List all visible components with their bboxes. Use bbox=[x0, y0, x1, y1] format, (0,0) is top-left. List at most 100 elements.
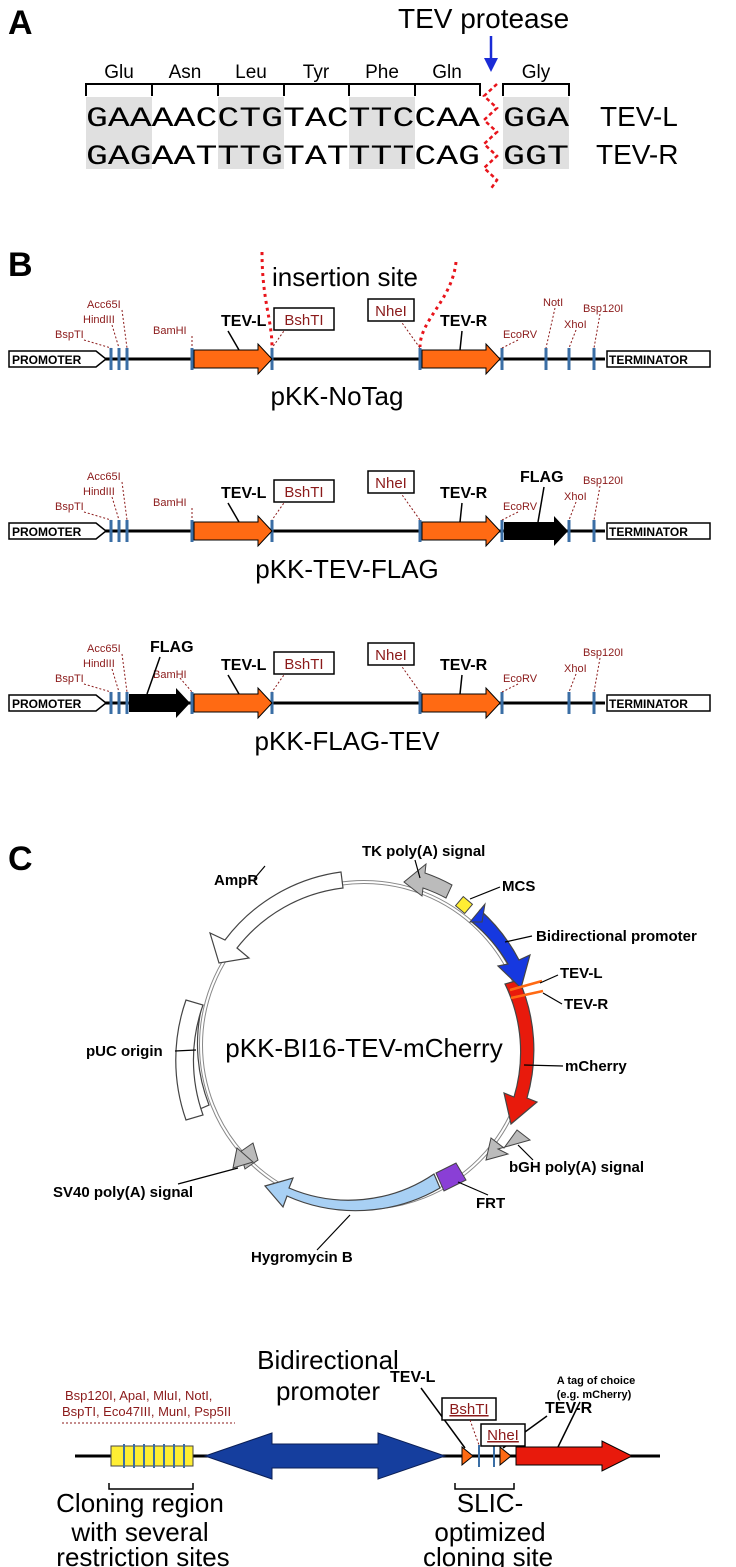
bidir-arrowhead-icon bbox=[468, 902, 486, 923]
protease-arrow bbox=[484, 36, 498, 72]
site-label: BspTI bbox=[55, 673, 84, 685]
linear-map: Bsp120I, ApaI, MluI, NotI, BspTI, Eco47I… bbox=[56, 1345, 660, 1567]
bshti-label: BshTI bbox=[449, 1401, 488, 1418]
ampr-feature bbox=[209, 871, 344, 964]
slic-site-caption: SLIC- optimized cloning site bbox=[423, 1488, 553, 1567]
tev-r-label: TEV-R bbox=[545, 1400, 593, 1417]
cloning-region-bracket bbox=[108, 1483, 194, 1490]
flag-label: FLAG bbox=[520, 469, 564, 486]
site-label: HindIII bbox=[83, 486, 115, 498]
cloning-region-box bbox=[110, 1445, 194, 1467]
amino-acid-labels: Glu Asn Leu Tyr Phe Gln Gly bbox=[104, 62, 551, 83]
frt-feature bbox=[435, 1162, 467, 1192]
nhei-label: NheI bbox=[375, 303, 407, 320]
construct-name: pKK-NoTag bbox=[271, 381, 404, 411]
site-label: XhoI bbox=[564, 663, 587, 675]
hygromycin-feature bbox=[263, 1173, 441, 1212]
mcherry-label: mCherry bbox=[565, 1058, 627, 1075]
mcs-feature bbox=[454, 895, 474, 915]
sequence-tev-r-left: GAGAATTTGTATTTTCAG bbox=[86, 142, 480, 173]
bshti-label: BshTI bbox=[284, 484, 323, 501]
tev-l-tick bbox=[509, 979, 543, 992]
site-label: BamHI bbox=[153, 669, 187, 681]
caption-line: optimized bbox=[434, 1517, 545, 1547]
cloning-region-caption: Cloning region with several restriction … bbox=[56, 1488, 230, 1567]
puc-origin-box bbox=[175, 999, 204, 1121]
aa-label: Phe bbox=[365, 62, 399, 83]
tev-r-label: TEV-R bbox=[440, 313, 488, 330]
caption-line: with several bbox=[70, 1517, 208, 1547]
bidir-promoter-arrow bbox=[203, 1432, 447, 1480]
nhei-box bbox=[480, 1423, 526, 1447]
site-label: XhoI bbox=[564, 491, 587, 503]
site-leaders bbox=[83, 481, 601, 521]
site-leaders bbox=[83, 653, 601, 693]
site-ticks bbox=[109, 692, 596, 714]
tev-l-leader bbox=[227, 502, 240, 523]
tev-r-label: TEV-R bbox=[564, 996, 608, 1013]
bshti-leader bbox=[469, 1419, 480, 1446]
site-label: NotI bbox=[543, 297, 563, 309]
panel-a: A TEV protease Glu Asn Leu Tyr Phe Gln G… bbox=[8, 3, 678, 191]
site-label: Acc65I bbox=[87, 471, 121, 483]
site-label: BspTI bbox=[55, 501, 84, 513]
flag-arrow bbox=[129, 688, 190, 718]
flag-label: FLAG bbox=[150, 639, 194, 656]
caption-line: cloning site bbox=[423, 1542, 553, 1567]
promoter-box bbox=[8, 522, 108, 540]
insertion-line-left bbox=[260, 251, 274, 348]
site-label: EcoRV bbox=[503, 501, 538, 513]
slic-site-bracket bbox=[454, 1483, 515, 1490]
mcs-label: MCS bbox=[502, 878, 535, 895]
codon-brackets bbox=[85, 83, 570, 96]
site-leaders bbox=[83, 307, 601, 349]
sv40-arrow-icon bbox=[232, 1147, 255, 1169]
nhei-label: NheI bbox=[487, 1427, 519, 1444]
bidir-promoter-label-2: promoter bbox=[276, 1376, 380, 1406]
tev-r-leader bbox=[459, 674, 463, 695]
tev-r-arrow bbox=[421, 686, 501, 720]
bshti-label: BshTI bbox=[284, 656, 323, 673]
tev-r-label: TEV-R bbox=[440, 485, 488, 502]
site-label: XhoI bbox=[564, 319, 587, 331]
bgh-polya-feature bbox=[485, 1129, 532, 1161]
aa-label: Glu bbox=[104, 62, 134, 83]
construct-tev-flag: PROMOTER TERMINATOR bbox=[8, 469, 711, 584]
site-label: Acc65I bbox=[87, 643, 121, 655]
site-labels: BspTI HindIII Acc65I BamHI EcoRV NotI Xh… bbox=[55, 297, 623, 341]
aa-label: Tyr bbox=[303, 62, 330, 83]
promoter-label: PROMOTER bbox=[12, 697, 82, 711]
promoter-box bbox=[8, 350, 108, 368]
tev-l-arrow bbox=[193, 514, 273, 548]
terminator-label: TERMINATOR bbox=[609, 697, 688, 711]
site-label: Bsp120I bbox=[583, 647, 623, 659]
panel-letter-b: B bbox=[8, 246, 33, 284]
site-label: BamHI bbox=[153, 325, 187, 337]
sequence-tev-r-right: GGT bbox=[503, 142, 569, 173]
site-label: EcoRV bbox=[503, 329, 538, 341]
plasmid-label-leaders bbox=[174, 859, 564, 1251]
nhei-label: NheI bbox=[375, 647, 407, 664]
promoter-box bbox=[8, 694, 108, 712]
caption-line: SLIC- bbox=[457, 1488, 523, 1518]
tev-l-label: TEV-L bbox=[221, 485, 267, 502]
sites-line: BspTI, Eco47III, MunI, Psp5II bbox=[62, 1404, 231, 1419]
site-labels: BspTI HindIII Acc65I BamHI EcoRV XhoI Bs… bbox=[55, 471, 623, 513]
nhei-box bbox=[367, 470, 415, 494]
tk-polya-label: TK poly(A) signal bbox=[362, 843, 485, 860]
bshti-label: BshTI bbox=[284, 312, 323, 329]
bidir-promoter-feature bbox=[471, 909, 531, 990]
tev-r-leader bbox=[459, 330, 463, 351]
terminator-box bbox=[606, 694, 711, 712]
aa-label: Leu bbox=[235, 62, 267, 83]
bshti-box bbox=[273, 651, 335, 675]
tev-r-tick bbox=[510, 989, 544, 1000]
aa-label: Gln bbox=[432, 62, 462, 83]
site-label: BamHI bbox=[153, 497, 187, 509]
tag-labels: A tag of choice (e.g. mCherry) bbox=[557, 1375, 636, 1401]
panel-letter-a: A bbox=[8, 4, 33, 42]
sequence-tev-l-right: GGA bbox=[503, 104, 569, 135]
flag-leader bbox=[146, 656, 161, 695]
tag-label-2: (e.g. mCherry) bbox=[557, 1389, 632, 1401]
